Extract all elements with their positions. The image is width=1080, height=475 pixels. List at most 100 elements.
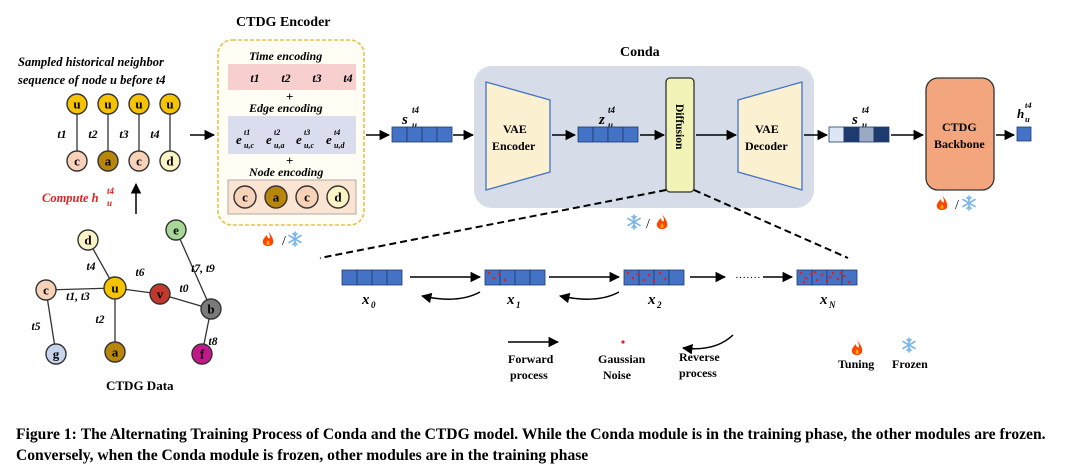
time-item: t1 <box>250 71 259 85</box>
compute-sup: t4 <box>107 186 115 196</box>
backbone-box <box>925 77 995 191</box>
edge-item-sub: u,c <box>304 141 314 150</box>
edge-label: t5 <box>32 321 41 333</box>
z-var: z <box>598 112 605 128</box>
node-a: a <box>104 341 126 363</box>
chain-cell <box>623 269 640 286</box>
noise-dot <box>799 271 803 275</box>
chain-x: x <box>361 292 370 308</box>
node-a: a <box>97 150 119 172</box>
reverse-arrow <box>420 291 481 304</box>
s-cell <box>406 126 423 143</box>
chain-x: x <box>647 292 656 308</box>
conda-title: Conda <box>620 45 660 60</box>
conda-box <box>474 66 814 208</box>
noise-dot <box>492 276 496 280</box>
node-circle <box>104 341 126 363</box>
s-vector <box>391 126 453 143</box>
chain-cell <box>371 269 388 286</box>
legend-reverse-2: process <box>679 366 717 380</box>
node-label: d <box>166 154 174 169</box>
node-label: a <box>273 190 280 205</box>
s-cell <box>391 126 408 143</box>
node-circle <box>295 185 319 209</box>
plus-2: + <box>286 153 293 168</box>
edge-encoding-box <box>228 116 356 154</box>
legend-reverse-arrow <box>681 334 734 355</box>
time-item: t2 <box>281 71 290 85</box>
node-circle <box>233 185 257 209</box>
s-sub: u <box>412 120 417 130</box>
node-circle <box>200 298 222 320</box>
noise-dot <box>652 279 656 283</box>
node-label: u <box>135 97 142 112</box>
vae-encoder-shape <box>485 81 551 191</box>
node-circle <box>159 93 181 115</box>
noise-dot <box>820 273 824 277</box>
edge-item-e: e <box>326 132 332 147</box>
noise-dot <box>809 272 813 276</box>
encoder-tune-freeze: / <box>262 231 302 249</box>
node-e: e <box>165 219 187 241</box>
node-label: f <box>200 347 205 362</box>
chain-sub: 0 <box>371 300 376 310</box>
node-u: u <box>66 93 88 115</box>
node-label: u <box>111 281 118 296</box>
s2-cell <box>858 126 875 143</box>
noise-dot <box>836 277 840 281</box>
legend-noise-2: Noise <box>603 368 632 382</box>
edge-label: t1, t3 <box>66 291 90 303</box>
s2-var: s <box>851 112 858 128</box>
edge-item-sup: t4 <box>334 128 340 137</box>
z-sup: t4 <box>608 105 616 115</box>
slash-text: / <box>646 217 650 232</box>
node-circle <box>264 185 288 209</box>
legend-noise-1: Gaussian <box>598 352 646 366</box>
backbone-label-2: Backbone <box>934 137 985 151</box>
noise-dot <box>825 279 829 283</box>
node-c: c <box>128 150 150 172</box>
node-label: v <box>157 287 164 302</box>
vae-decoder-label-1: VAE <box>755 122 779 136</box>
zoom-line-left <box>319 189 667 259</box>
figure-caption: Figure 1: The Alternating Training Proce… <box>16 424 1068 466</box>
node-label: c <box>242 190 248 205</box>
node-v: v <box>149 283 171 305</box>
node-circle <box>191 343 213 365</box>
vae-decoder-shape <box>737 81 803 191</box>
node-circle <box>35 279 57 301</box>
encoder-title: CTDG Encoder <box>236 15 331 30</box>
s2-sup: t4 <box>862 105 870 115</box>
edge-item-sub: u,d <box>334 141 345 150</box>
edge-label: t7, t9 <box>191 263 215 275</box>
diffusion-box <box>665 77 695 193</box>
node-u: u <box>103 276 127 300</box>
sequence-time: t4 <box>150 127 159 141</box>
compute-sub: u <box>107 198 112 208</box>
edge-item-sub: u,c <box>244 141 254 150</box>
noise-dot-icon <box>621 340 625 344</box>
sequence-time: t3 <box>119 127 128 141</box>
node-encoding-title: Node encoding <box>248 165 323 179</box>
time-encoding-box <box>228 64 356 90</box>
snowflake-icon <box>288 231 302 247</box>
time-encoding-title: Time encoding <box>249 49 322 63</box>
node-u: u <box>97 93 119 115</box>
noise-dot <box>658 271 662 275</box>
s-cell <box>436 126 453 143</box>
chain-cell <box>653 269 670 286</box>
backbone-tune-freeze: / <box>936 195 976 213</box>
edge-item-sup: t2 <box>274 128 280 137</box>
chain-cell <box>514 269 531 286</box>
h-output-cell <box>1016 126 1032 142</box>
node-label: a <box>112 345 119 360</box>
chain-sub: N <box>828 300 836 310</box>
noise-dot <box>802 280 806 284</box>
noise-dot <box>642 278 646 282</box>
snowflake-icon <box>627 214 641 230</box>
node-circle <box>165 219 187 241</box>
